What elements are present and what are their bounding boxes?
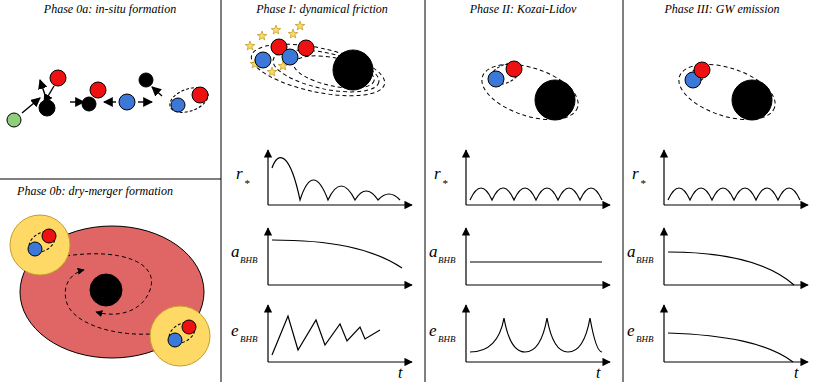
- phase-title: Phase III: GW emission: [665, 3, 780, 15]
- panel-divider: [0, 0, 623, 382]
- axis-symbol: r: [632, 165, 639, 182]
- axis-symbol: r: [236, 165, 243, 182]
- axis-subscript: BHB: [636, 256, 654, 265]
- axis-subscript: BHB: [240, 335, 258, 344]
- axis-subscript: *: [640, 178, 646, 189]
- plot-curve: [470, 188, 602, 352]
- plot-axes: [268, 150, 412, 362]
- in-situ-sketch: [7, 70, 212, 127]
- axis-symbol: t: [398, 365, 402, 381]
- axis-subscript: BHB: [636, 335, 654, 344]
- axis-subscript: *: [442, 178, 448, 189]
- phase-title: Phase 0b: dry-merger formation: [17, 185, 173, 197]
- axis-symbol: a: [627, 243, 636, 260]
- phase-title: Phase II: Kozai-Lidov: [470, 3, 577, 15]
- axis-symbol: e: [429, 322, 437, 339]
- axis-subscript: BHB: [240, 256, 258, 265]
- axis-subscript: *: [244, 178, 250, 189]
- plot-curve: [272, 158, 402, 355]
- phase-title: Phase I: dynamical friction: [256, 3, 388, 15]
- axis-symbol: a: [231, 243, 240, 260]
- axis-symbol: a: [429, 243, 438, 260]
- axis-symbol: t: [596, 365, 600, 381]
- friction-sketch: [245, 21, 389, 106]
- gw-sketch: [672, 54, 782, 131]
- axis-symbol: e: [231, 322, 239, 339]
- axis-symbol: t: [794, 365, 798, 381]
- axis-symbol: r: [434, 165, 441, 182]
- kozai-sketch: [475, 54, 585, 131]
- phase-title: Phase 0a: in-situ formation: [44, 3, 176, 15]
- axis-subscript: BHB: [438, 335, 456, 344]
- axis-symbol: e: [627, 322, 635, 339]
- plot-curve: [668, 188, 800, 362]
- dry-merger-sketch: [10, 215, 210, 366]
- axis-subscript: BHB: [438, 256, 456, 265]
